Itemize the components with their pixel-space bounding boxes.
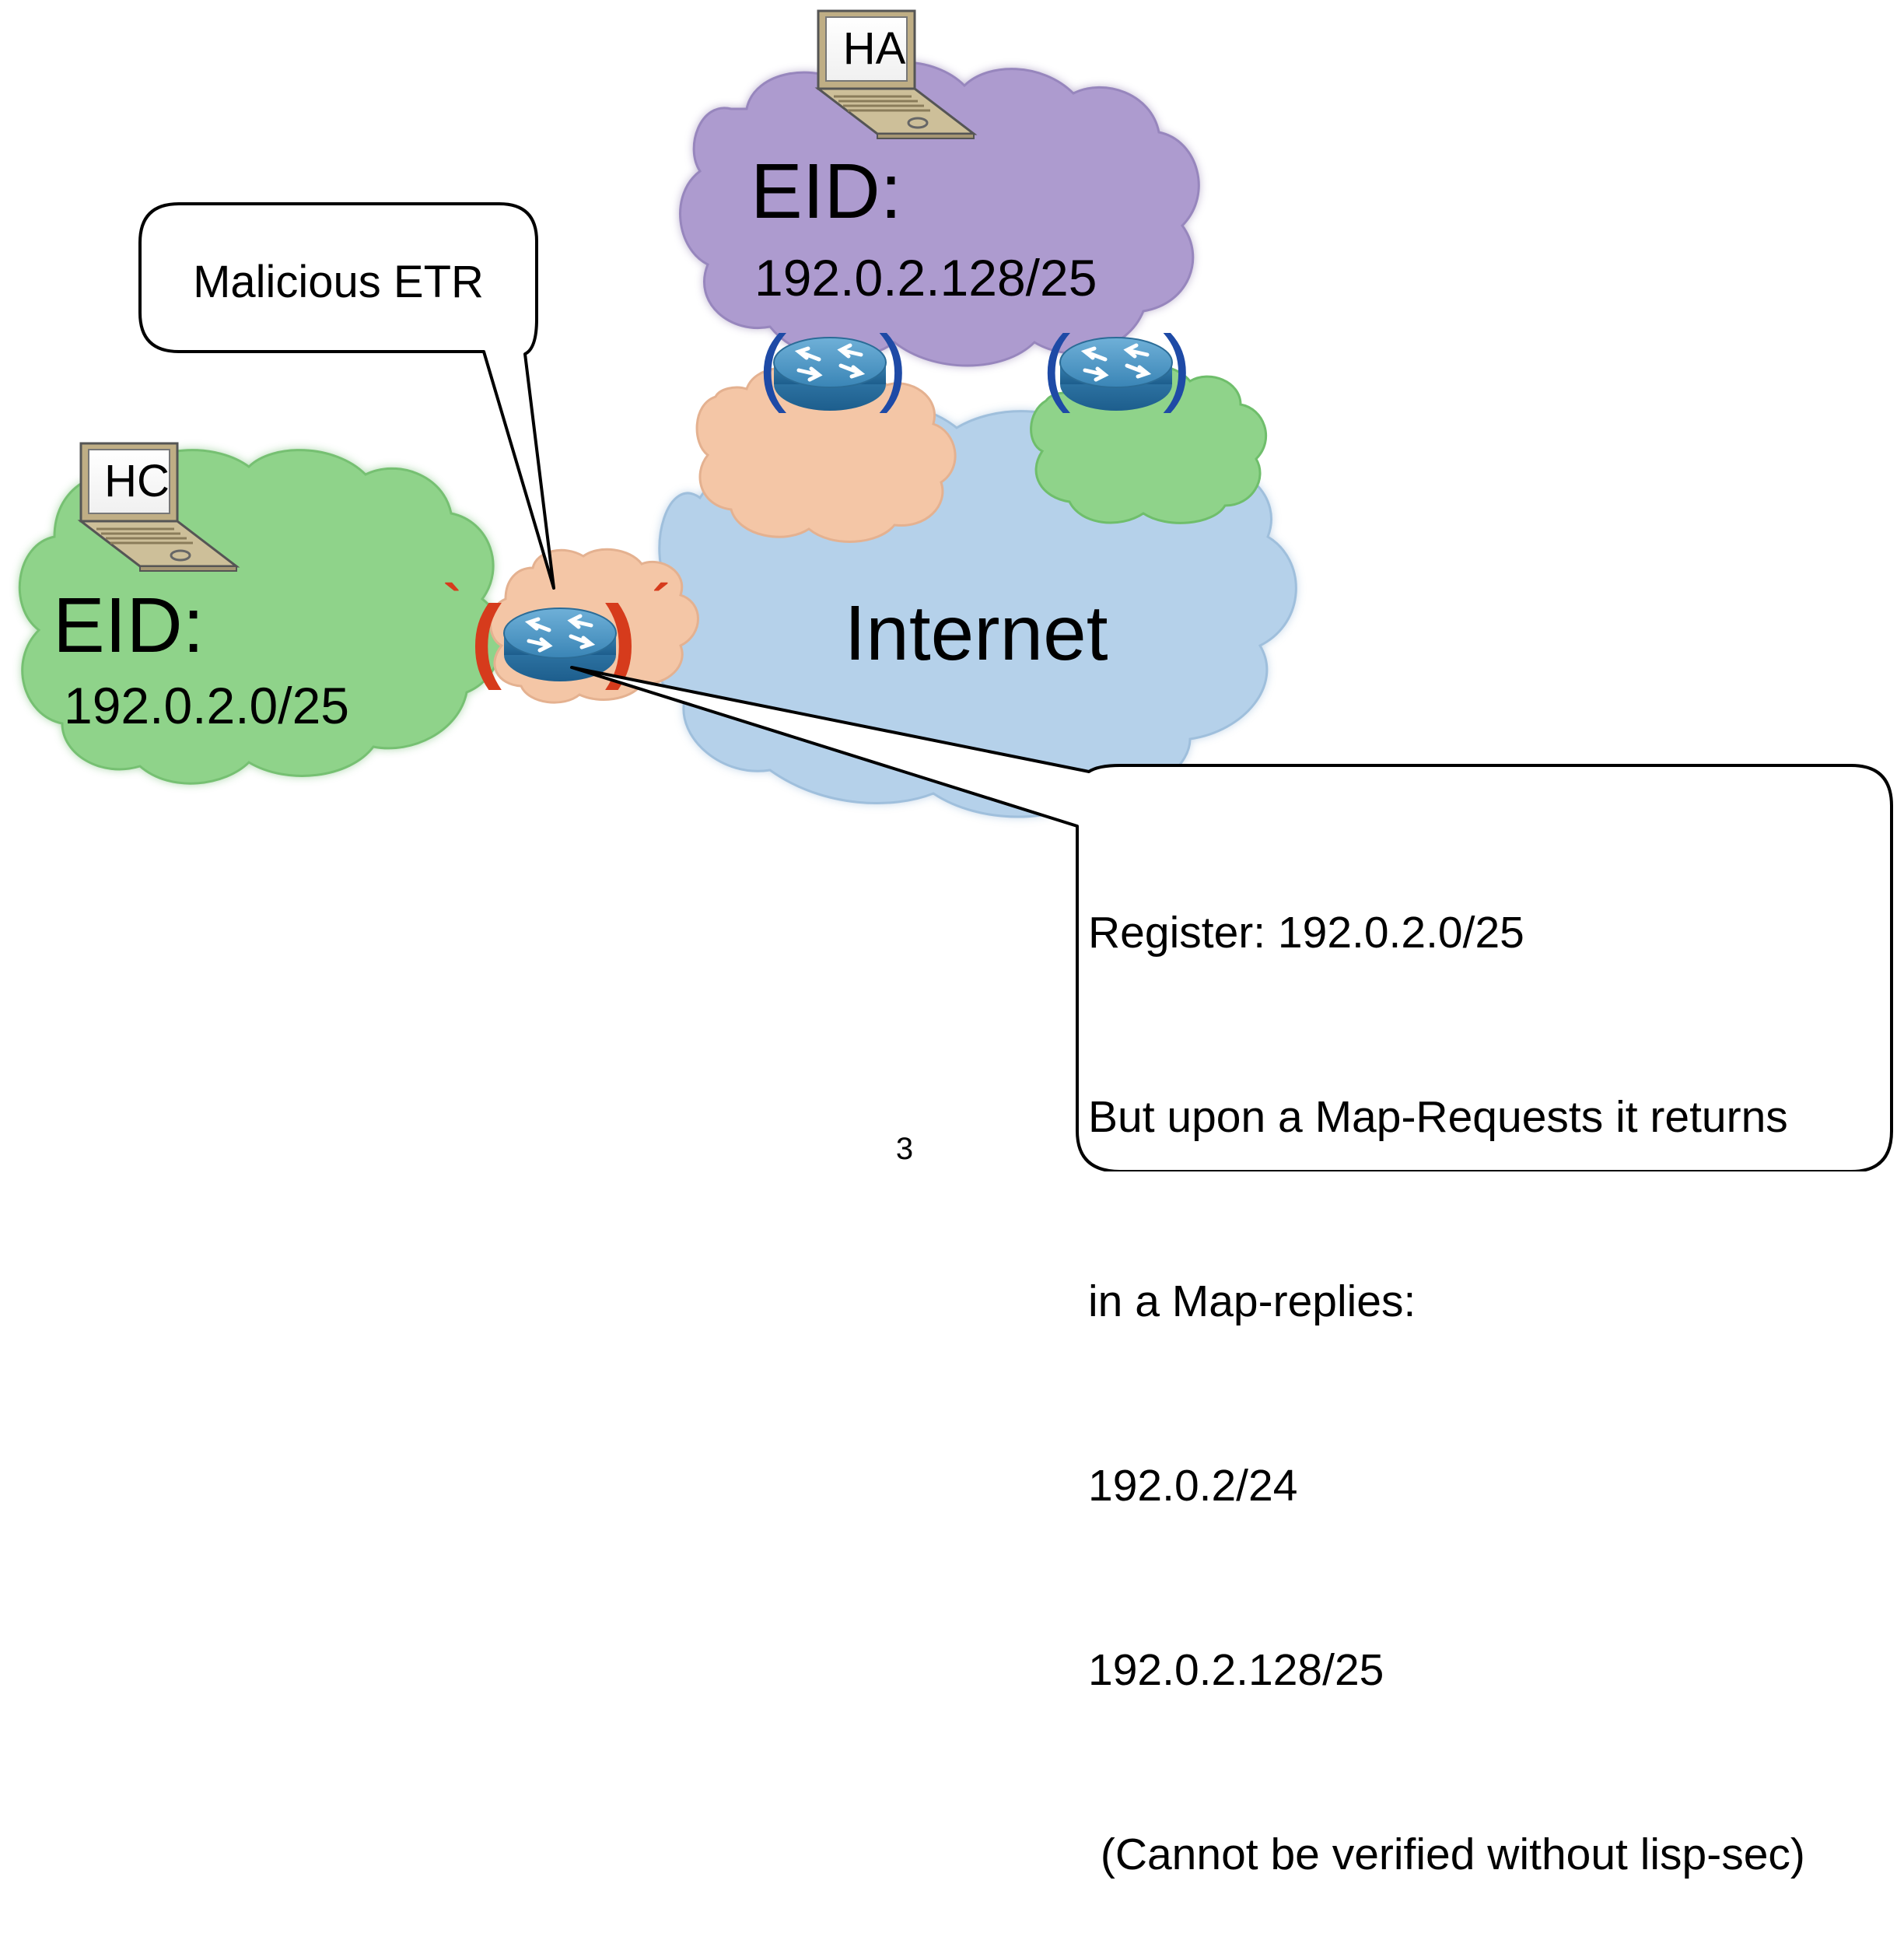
note-line-4: 192.0.2/24 — [1088, 1461, 1298, 1511]
eid-c-title: EID: — [53, 582, 204, 669]
router-a2-right-mark: ) — [1163, 318, 1192, 414]
note-line-1: Register: 192.0.2.0/25 — [1088, 908, 1524, 958]
router-icon — [1060, 338, 1172, 411]
register-note-bubble — [570, 666, 1893, 1171]
laptop-ha: HA — [817, 9, 975, 140]
malicious-tick-right: ´ — [652, 573, 670, 634]
internet-label: Internet — [844, 590, 1108, 677]
router-a1-left-mark: ( — [758, 318, 787, 414]
malicious-right-mark: ) — [605, 587, 636, 691]
router-a1-right-mark: ) — [879, 318, 908, 414]
diagram-canvas: ( ) ( ) ( ) ` ´ HA HC EID: 192.0.2.128/2… — [18, 9, 1893, 1171]
page-number: 3 — [896, 1132, 913, 1166]
router-a2-left-mark: ( — [1042, 318, 1071, 414]
note-line-6: (Cannot be verified without lisp-sec) — [1088, 1830, 1805, 1879]
callout-text: Malicious ETR — [193, 257, 484, 307]
host-c-label: HC — [104, 456, 170, 506]
note-line-5: 192.0.2.128/25 — [1088, 1645, 1384, 1695]
router-a1: ( ) — [758, 318, 908, 414]
eid-a-title: EID: — [751, 148, 901, 235]
laptop-hc: HC — [79, 442, 238, 573]
malicious-router: ( ) ` ´ — [443, 573, 670, 691]
host-a-label: HA — [843, 23, 906, 74]
eid-a-prefix: 192.0.2.128/25 — [754, 249, 1097, 306]
eid-c-prefix: 192.0.2.0/25 — [64, 677, 349, 734]
router-icon — [774, 338, 886, 411]
malicious-etr-callout: Malicious ETR — [138, 202, 555, 590]
malicious-left-mark: ( — [471, 587, 502, 691]
site-a-cloud — [679, 61, 1200, 367]
malicious-tick-left: ` — [443, 573, 461, 634]
router-icon — [504, 608, 616, 681]
router-a2: ( ) — [1042, 318, 1192, 414]
note-line-2: But upon a Map-Requests it returns — [1088, 1092, 1788, 1142]
note-line-3: in a Map-replies: — [1088, 1276, 1416, 1326]
register-note-text: Register: 192.0.2.0/25 But upon a Map-Re… — [1076, 765, 1892, 1879]
